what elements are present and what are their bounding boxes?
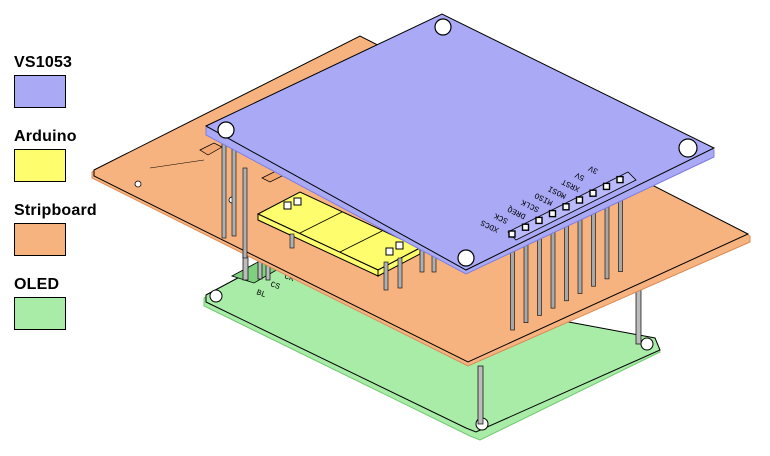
vs1053-board-top (204, 13, 716, 271)
vs1053-pin-pad (535, 216, 543, 225)
vs1053-pin-pad (602, 182, 611, 191)
vs1053-mount-hole (457, 249, 475, 267)
vs1053-pin-pad (616, 175, 624, 184)
vs1053-mount-hole (217, 121, 235, 139)
vs1053-pin-pad (521, 223, 530, 231)
vs1053-mount-hole (678, 138, 698, 158)
oled-pin-label: CS (269, 280, 281, 292)
oled-standoffs (242, 249, 642, 425)
legend-swatch-arduino (14, 149, 66, 182)
standoff-pin (242, 167, 248, 259)
vs1053-pin-pad (562, 203, 570, 211)
legend-item-oled: OLED (14, 276, 66, 330)
vs1053-pin-pad (589, 189, 597, 197)
arduino-divider (339, 230, 383, 253)
legend-swatch-stripboard (14, 223, 66, 256)
standoff-pin (635, 289, 642, 345)
vs1053-header-pins (221, 137, 623, 331)
vs1053-pin-pad (508, 230, 516, 238)
arduino-divider (299, 211, 343, 234)
vs1053-mount-hole (434, 18, 452, 36)
header-pin (510, 239, 515, 331)
oled-pin-label: CK (283, 272, 295, 284)
vs1053-pin-pads (508, 175, 624, 238)
standoff-pin (397, 257, 403, 289)
standoff-pin (383, 261, 389, 291)
oled-mount-hole (209, 289, 223, 303)
legend-item-arduino: Arduino (14, 128, 77, 182)
vs1053-pin-pad (575, 196, 584, 204)
arduino-pad (283, 201, 292, 210)
standoff-pin (231, 139, 237, 237)
legend-swatch-vs1053 (14, 75, 66, 108)
vs1053-pin-label: 3V (587, 163, 600, 175)
legend-swatch-oled (14, 297, 66, 330)
arduino-pad (395, 241, 404, 250)
stripboard-hole (134, 180, 142, 188)
stripboard-trace (149, 159, 205, 169)
arduino-pad (385, 247, 394, 256)
standoff-pin (419, 249, 425, 273)
vs1053-pin-pad (548, 209, 557, 218)
standoff-pin (477, 365, 484, 425)
oled-mount-hole (640, 337, 654, 351)
legend-item-stripboard: Stripboard (14, 202, 97, 256)
vs1053-pin-label: 5V (574, 170, 587, 182)
legend-label-oled: OLED (14, 276, 60, 293)
legend-label-vs1053: VS1053 (14, 54, 73, 71)
oled-pin-label: BL (255, 288, 267, 300)
standoff-pin (289, 233, 295, 249)
legend-label-arduino: Arduino (14, 128, 77, 145)
legend-label-stripboard: Stripboard (14, 202, 97, 219)
legend-item-vs1053: VS1053 (14, 54, 72, 108)
standoff-pin (221, 137, 227, 239)
arduino-pad (293, 197, 302, 206)
